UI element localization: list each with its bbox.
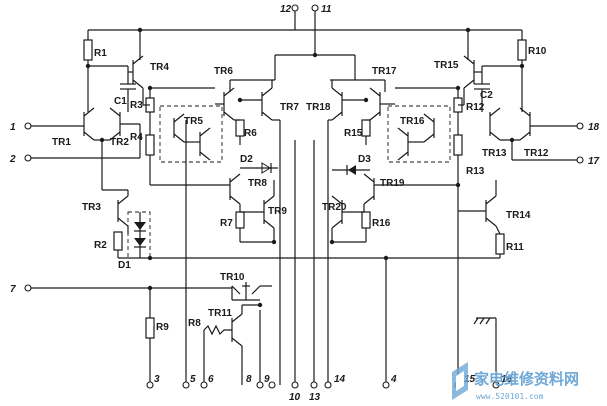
- pin-labels: 1 2 7 18 17 12 11 3 5 6 8 9 10 13 14 4 1…: [9, 4, 600, 403]
- pin-8-label: 8: [246, 374, 252, 385]
- tr7-label: TR7: [280, 102, 299, 113]
- tr2-label: TR2: [110, 137, 129, 148]
- r8-label: R8: [188, 318, 201, 329]
- tr19-label: TR19: [380, 178, 405, 189]
- pin-2-label: 2: [9, 154, 16, 165]
- pin-4-label: 4: [390, 374, 397, 385]
- pin-10-label: 10: [289, 392, 301, 403]
- left-driver-stage: [150, 80, 281, 385]
- component-labels: TR1 TR2 TR3 TR4 TR5 TR6 TR7 TR8 TR9 TR10…: [52, 46, 549, 333]
- left-input-stage: [28, 30, 223, 190]
- pin-18-label: 18: [588, 122, 600, 133]
- c2-label: C2: [480, 90, 493, 101]
- terminals: [24, 4, 584, 389]
- r13-label: R13: [466, 166, 485, 177]
- r3-label: R3: [130, 100, 143, 111]
- tr3-label: TR3: [82, 202, 101, 213]
- r16-label: R16: [372, 218, 391, 229]
- pin-3-label: 3: [154, 374, 160, 385]
- pin-5-label: 5: [190, 374, 196, 385]
- tr12-label: TR12: [524, 148, 549, 159]
- d2-label: D2: [240, 154, 253, 165]
- tr10-label: TR10: [220, 272, 245, 283]
- c1-label: C1: [114, 96, 127, 107]
- output-lines: [294, 140, 315, 385]
- r11-label: R11: [506, 242, 524, 253]
- tr1-label: TR1: [52, 137, 71, 148]
- pin-7-label: 7: [10, 284, 16, 295]
- tr9-label: TR9: [268, 206, 287, 217]
- watermark-text: 家电维修资料网: [474, 370, 579, 388]
- r1-label: R1: [94, 48, 107, 59]
- pin-14-label: 14: [334, 374, 346, 385]
- r4-label: R4: [130, 132, 143, 143]
- tr11-label: TR11: [208, 308, 232, 319]
- right-output-stage: [327, 30, 580, 385]
- r7-label: R7: [220, 218, 233, 229]
- r9-label: R9: [156, 322, 169, 333]
- tr4-label: TR4: [150, 62, 169, 73]
- protection-stage: [28, 282, 272, 385]
- tr17-label: TR17: [372, 66, 397, 77]
- junction-dots: [85, 27, 525, 308]
- pin-16-label: 16: [501, 374, 513, 385]
- pin-9-label: 9: [264, 374, 270, 385]
- r2-label: R2: [94, 240, 107, 251]
- tr15-label: TR15: [434, 60, 459, 71]
- pin-6-label: 6: [208, 374, 214, 385]
- pin-12-label: 12: [280, 4, 292, 15]
- pin-15-label: 15: [464, 374, 476, 385]
- tr6-label: TR6: [214, 66, 233, 77]
- left-bias-stage: [102, 189, 500, 259]
- tr16-label: TR16: [400, 116, 425, 127]
- pin-1-label: 1: [10, 122, 16, 133]
- tr13-label: TR13: [482, 148, 507, 159]
- r12-label: R12: [466, 102, 485, 113]
- r15-label: R15: [344, 128, 363, 139]
- pin-11-label: 11: [321, 4, 332, 15]
- tr18-label: TR18: [306, 102, 331, 113]
- r6-label: R6: [244, 128, 257, 139]
- pin-13-label: 13: [309, 392, 321, 403]
- tr14-label: TR14: [506, 210, 531, 221]
- watermark-url: www.520101.com: [476, 392, 544, 401]
- tr5-label: TR5: [184, 116, 203, 127]
- d3-label: D3: [358, 154, 371, 165]
- d1-label: D1: [118, 260, 131, 271]
- pin-17-label: 17: [588, 156, 600, 167]
- watermark-logo: 家电维修资料网 www.520101.com: [452, 362, 579, 401]
- tr8-label: TR8: [248, 178, 267, 189]
- r10-label: R10: [528, 46, 547, 57]
- tr20-label: TR20: [322, 202, 347, 213]
